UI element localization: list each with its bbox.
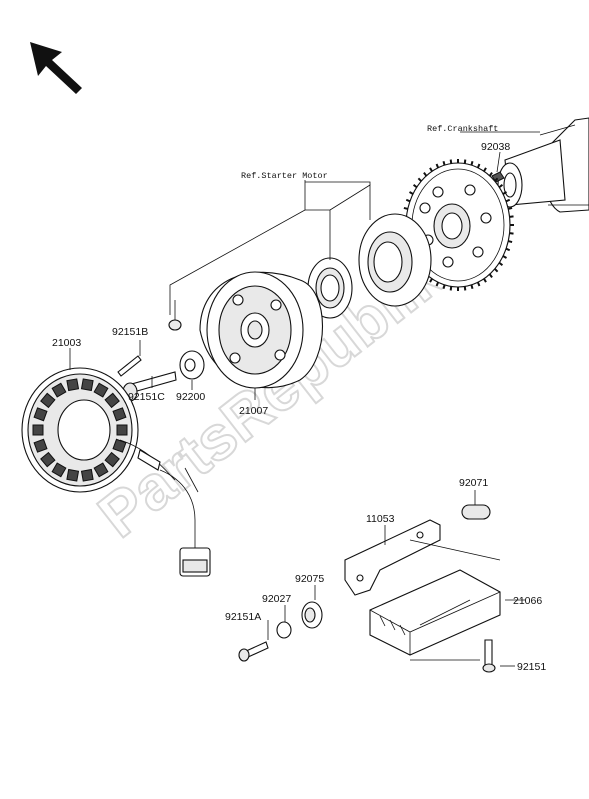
gear-tooth (505, 247, 511, 252)
regulator-21066 (369, 569, 501, 656)
stator-coil (112, 438, 127, 453)
gear-tooth (442, 284, 446, 290)
gear-tooth (429, 278, 433, 283)
label-92151c: 92151C (128, 391, 165, 403)
stator-coil (112, 407, 127, 422)
gear-tooth (498, 261, 504, 266)
stator-coil (40, 392, 56, 409)
rotor-21007 (199, 271, 324, 389)
gear-tooth (435, 281, 440, 287)
gear-tooth (494, 268, 499, 273)
label-92027: 92027 (262, 593, 291, 605)
stator-coil (33, 407, 48, 422)
gear-tooth (483, 278, 487, 283)
stator-wiring (137, 449, 211, 577)
stator-coil (80, 468, 94, 482)
gear-tooth (502, 191, 507, 195)
stator-coil (104, 451, 120, 468)
spacer-92075 (301, 601, 323, 629)
gear-tooth (423, 172, 428, 177)
starter-clutch-plate (358, 213, 432, 307)
gear-tooth (509, 232, 514, 235)
bolt-92151b (168, 300, 182, 331)
gear-tooth (502, 255, 507, 259)
gear-tooth (449, 286, 453, 291)
label-11053: 11053 (366, 513, 395, 525)
stator-coil (104, 392, 120, 409)
bracket-11053 (344, 519, 441, 596)
gear-tooth (507, 206, 513, 210)
ref-crankshaft-label: Ref.Crankshaft (427, 124, 498, 134)
stator-coil (33, 438, 48, 453)
gear-tooth (405, 198, 411, 203)
label-92151b: 92151B (112, 326, 148, 338)
label-92151: 92151 (517, 661, 546, 673)
one-way-clutch (307, 257, 353, 319)
bolt-92151a (238, 641, 269, 662)
stator-coil (80, 378, 94, 392)
starter-gear-part (402, 159, 514, 291)
gear-tooth (409, 191, 414, 195)
leader-lines (69, 131, 540, 667)
stator-coil (51, 462, 67, 478)
gear-tooth (505, 198, 511, 203)
label-21007: 21007 (239, 405, 268, 417)
gear-tooth (449, 159, 453, 164)
gear-tooth (470, 284, 474, 290)
stator-coil (93, 382, 109, 398)
gear-tooth (507, 240, 513, 244)
washer-92200 (179, 350, 205, 380)
gear-tooth (463, 159, 467, 164)
pin-part (117, 355, 142, 377)
stator-coil (116, 424, 128, 436)
gear-tooth (417, 177, 422, 182)
collar-92027 (276, 621, 292, 639)
bolt-92151 (482, 639, 496, 673)
ref-starter-motor-label: Ref.Starter Motor (241, 171, 328, 181)
grommet-92071 (461, 504, 491, 520)
gear-tooth (463, 286, 467, 291)
gear-tooth (435, 163, 440, 169)
stator-coil (40, 451, 56, 468)
stator-coil (32, 424, 44, 436)
gear-tooth (442, 160, 446, 166)
gear-tooth (509, 215, 514, 218)
gear-tooth (403, 206, 409, 210)
label-92200: 92200 (176, 391, 205, 403)
gear-tooth (429, 167, 433, 172)
stator-coil (66, 378, 80, 392)
stator-coil (66, 468, 80, 482)
label-21066: 21066 (513, 595, 542, 607)
gear-tooth (476, 163, 481, 169)
gear-tooth (488, 273, 493, 278)
label-21003: 21003 (52, 337, 81, 349)
label-92038: 92038 (481, 141, 510, 153)
gear-tooth (498, 184, 504, 189)
gear-tooth (412, 184, 418, 189)
label-92071: 92071 (459, 477, 488, 489)
gear-tooth (488, 172, 493, 177)
stator-coil (51, 382, 67, 398)
direction-arrow-icon (30, 42, 82, 94)
label-92075: 92075 (295, 573, 324, 585)
stator-coil (93, 462, 109, 478)
stator-21003 (21, 367, 176, 493)
label-92151a: 92151A (225, 611, 261, 623)
crankshaft-part (497, 117, 589, 213)
gear-tooth (483, 167, 487, 172)
gear-tooth (494, 177, 499, 182)
gear-tooth (470, 160, 474, 166)
gear-tooth (476, 281, 481, 287)
